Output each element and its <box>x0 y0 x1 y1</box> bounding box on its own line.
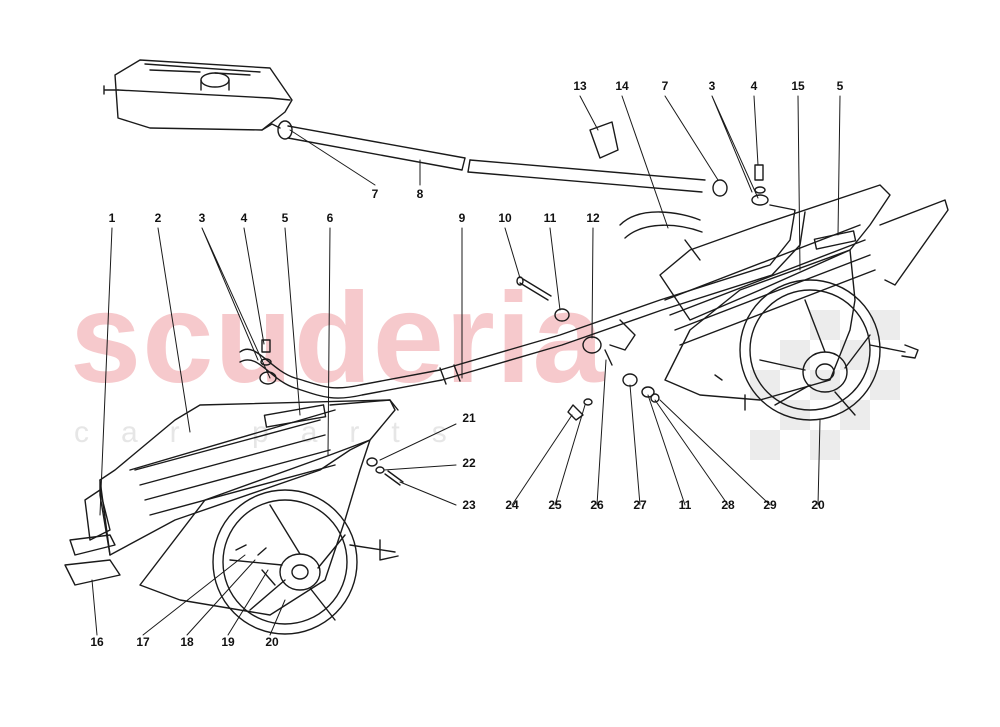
upper-hose <box>277 120 728 197</box>
left-radiator <box>64 399 399 586</box>
callout-6: 6 <box>326 211 334 225</box>
callout-24: 24 <box>505 498 519 512</box>
callout-5: 5 <box>281 211 289 225</box>
right-radiator <box>619 184 949 346</box>
callout-15: 15 <box>791 79 805 93</box>
callout-16: 16 <box>90 635 104 649</box>
callout-21: 21 <box>462 411 476 425</box>
callout-29: 29 <box>763 498 777 512</box>
left-fan-shroud <box>139 439 399 635</box>
callout-27: 27 <box>633 498 647 512</box>
callout-20: 20 <box>811 498 825 512</box>
hardware <box>260 121 769 486</box>
callout-25: 25 <box>548 498 562 512</box>
callout-17: 17 <box>136 635 150 649</box>
callout-18: 18 <box>180 635 194 649</box>
callout-13: 13 <box>573 79 587 93</box>
callout-11: 11 <box>678 498 692 512</box>
callout-4: 4 <box>750 79 758 93</box>
callout-3: 3 <box>198 211 206 225</box>
leader-lines <box>91 95 841 636</box>
callout-19: 19 <box>221 635 235 649</box>
callout-9: 9 <box>458 211 466 225</box>
coolant-pipe <box>239 204 806 399</box>
callout-28: 28 <box>721 498 735 512</box>
callout-12: 12 <box>586 211 600 225</box>
checkered-flag-watermark <box>750 310 900 460</box>
watermark-brand: scuderia <box>70 267 605 410</box>
callout-8: 8 <box>416 187 424 201</box>
callout-10: 10 <box>498 211 512 225</box>
callout-7: 7 <box>661 79 669 93</box>
callout-11: 11 <box>543 211 557 225</box>
callout-2: 2 <box>154 211 162 225</box>
callout-14: 14 <box>615 79 629 93</box>
callout-7: 7 <box>371 187 379 201</box>
callout-4: 4 <box>240 211 248 225</box>
callout-20: 20 <box>265 635 279 649</box>
callout-5: 5 <box>836 79 844 93</box>
callout-22: 22 <box>462 456 476 470</box>
callout-26: 26 <box>590 498 604 512</box>
expansion-tank <box>103 59 293 131</box>
callout-3: 3 <box>708 79 716 93</box>
callout-23: 23 <box>462 498 476 512</box>
right-fan-shroud <box>664 249 919 421</box>
callout-1: 1 <box>108 211 116 225</box>
